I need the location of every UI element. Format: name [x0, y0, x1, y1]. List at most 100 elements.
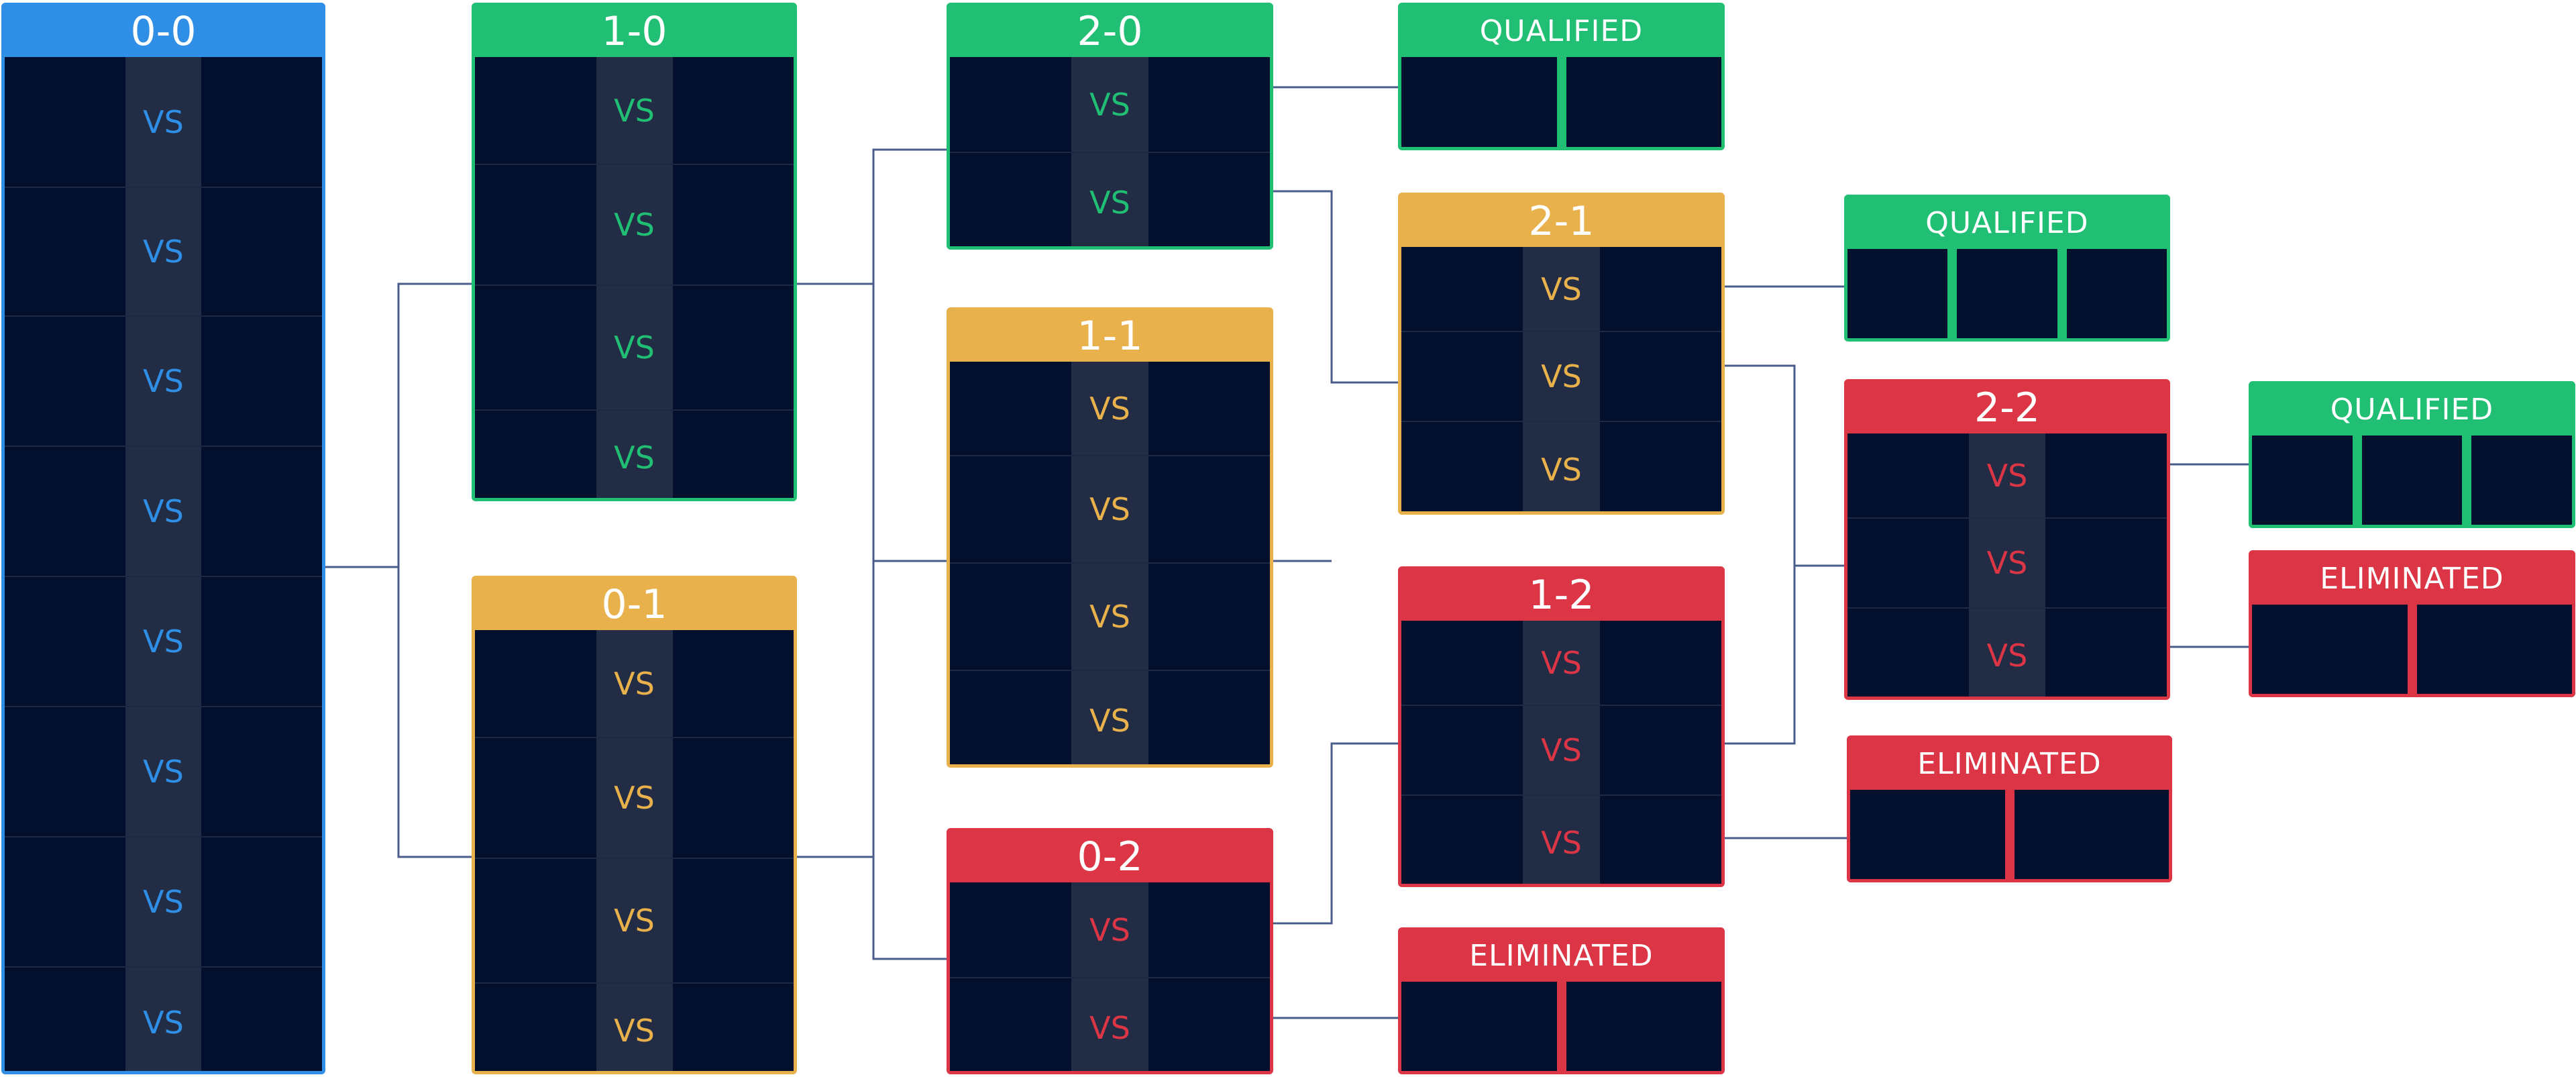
match-slot[interactable]: VS [950, 152, 1270, 246]
vs-label: VS [143, 754, 184, 790]
match-slot[interactable]: VS [475, 164, 794, 285]
row-divider [950, 152, 1270, 153]
match-slot[interactable]: VS [950, 882, 1270, 978]
team-slot[interactable] [2252, 435, 2353, 525]
row-divider [5, 966, 322, 968]
match-slot[interactable]: VS [5, 576, 322, 707]
qualified-box-q-2-2: QUALIFIED [2249, 381, 2575, 528]
vs-label: VS [614, 439, 655, 476]
match-slot[interactable]: VS [950, 563, 1270, 670]
team-slot[interactable] [1850, 790, 2005, 879]
round-title: 1-2 [1401, 570, 1721, 621]
match-slot[interactable]: VS [475, 858, 794, 983]
team-slot[interactable] [1401, 982, 1557, 1071]
team-slot[interactable] [2066, 249, 2167, 338]
match-slot[interactable]: VS [1401, 795, 1721, 884]
match-slot[interactable]: VS [5, 316, 322, 446]
team-slot[interactable] [1566, 982, 1721, 1071]
match-slot[interactable]: VS [475, 410, 794, 498]
vs-label: VS [1089, 391, 1130, 427]
match-slot[interactable]: VS [1401, 705, 1721, 795]
connector-line [397, 567, 472, 858]
round-title: 0-0 [5, 6, 322, 57]
vs-label: VS [1541, 645, 1582, 681]
round-title: 1-1 [950, 311, 1270, 362]
vs-strip [1523, 247, 1600, 511]
match-slot[interactable]: VS [1401, 621, 1721, 705]
team-slot[interactable] [2416, 605, 2572, 694]
vs-label: VS [143, 623, 184, 660]
match-slot[interactable]: VS [1401, 421, 1721, 511]
match-slot[interactable]: VS [1401, 331, 1721, 421]
vs-label: VS [614, 780, 655, 816]
eliminated-box-e-2-2: ELIMINATED [2249, 550, 2575, 697]
match-slot[interactable]: VS [475, 57, 794, 164]
team-slot[interactable] [1401, 57, 1557, 147]
match-slot[interactable]: VS [475, 983, 794, 1071]
connector-line [325, 283, 472, 568]
match-slot[interactable]: VS [950, 670, 1270, 764]
result-label: ELIMINATED [1850, 739, 2169, 790]
row-divider [475, 982, 794, 984]
match-slot[interactable]: VS [5, 446, 322, 576]
round-title: 2-2 [1847, 382, 2167, 433]
team-slot[interactable] [1847, 249, 1948, 338]
row-divider [475, 285, 794, 286]
match-slot[interactable]: VS [950, 362, 1270, 456]
vs-strip [125, 57, 202, 1071]
match-slot[interactable]: VS [475, 285, 794, 410]
match-slot[interactable]: VS [1847, 608, 2167, 697]
row-divider [5, 836, 322, 837]
team-slots [1847, 249, 2167, 338]
row-divider [1401, 421, 1721, 422]
vs-strip [596, 630, 673, 1071]
connector-line [797, 148, 947, 285]
match-slot[interactable]: VS [1847, 433, 2167, 518]
match-slot[interactable]: VS [1847, 518, 2167, 608]
eliminated-box-e-1-2: ELIMINATED [1847, 735, 2172, 882]
team-slot[interactable] [1957, 249, 2057, 338]
row-divider [5, 187, 322, 188]
match-slot[interactable]: VS [950, 978, 1270, 1071]
vs-strip [1968, 433, 2046, 697]
match-slot[interactable]: VS [475, 737, 794, 858]
match-slot[interactable]: VS [5, 967, 322, 1071]
match-slot[interactable]: VS [5, 57, 322, 187]
team-slot[interactable] [2471, 435, 2572, 525]
match-slot[interactable]: VS [5, 187, 322, 316]
round-title: 1-0 [475, 6, 794, 57]
result-label: ELIMINATED [1401, 931, 1721, 982]
row-divider [5, 315, 322, 317]
match-slot[interactable]: VS [5, 837, 322, 967]
team-slot[interactable] [2252, 605, 2408, 694]
row-divider [1401, 794, 1721, 796]
match-slot[interactable]: VS [1401, 247, 1721, 331]
connector-line [872, 284, 947, 562]
vs-label: VS [1986, 637, 2028, 674]
team-slot[interactable] [2361, 435, 2463, 525]
vs-label: VS [1541, 825, 1582, 861]
connector-line [1273, 190, 1398, 384]
team-slots [2252, 605, 2572, 694]
match-slot[interactable]: VS [5, 707, 322, 837]
row-divider [950, 562, 1270, 564]
result-label: QUALIFIED [1401, 6, 1721, 57]
team-slot[interactable] [2014, 790, 2169, 879]
match-slot[interactable]: VS [950, 456, 1270, 563]
vs-label: VS [143, 884, 184, 920]
team-slots [1401, 57, 1721, 147]
match-slot[interactable]: VS [950, 57, 1270, 152]
vs-label: VS [614, 1012, 655, 1049]
match-slot[interactable]: VS [475, 630, 794, 737]
team-slot[interactable] [1566, 57, 1721, 147]
